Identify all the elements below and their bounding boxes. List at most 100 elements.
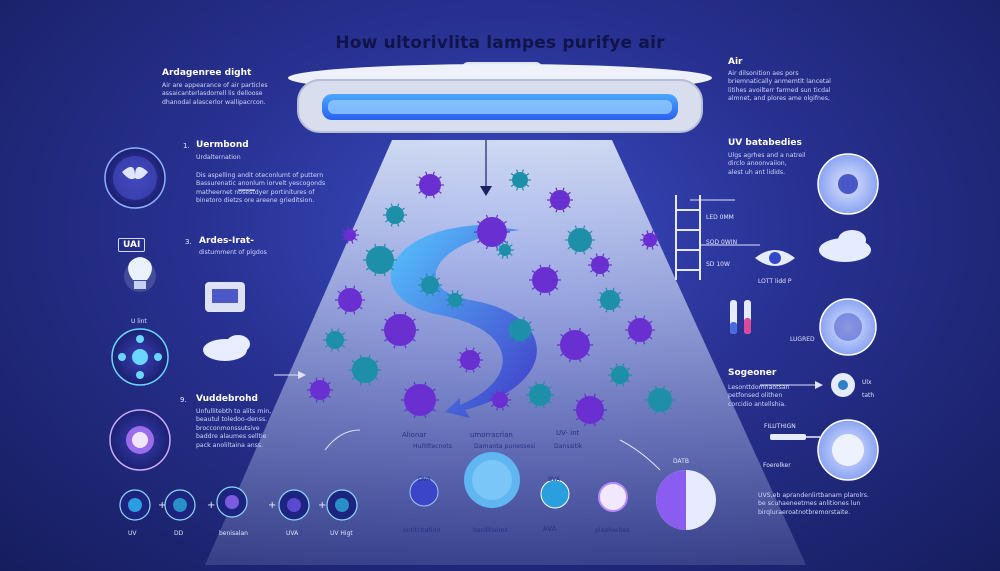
bottom-uv-label: UV xyxy=(128,530,137,537)
virus-particle xyxy=(625,315,655,345)
left-header: Ardagenree dight xyxy=(162,68,252,78)
device-icon xyxy=(205,282,245,312)
cloud-right-icon xyxy=(819,230,871,262)
virus-particle xyxy=(341,226,359,244)
scale-label-3: SD 10W xyxy=(706,261,730,268)
test-tubes-icon xyxy=(730,300,751,334)
under-label-4: plaeherites xyxy=(595,527,630,534)
step-1-number: 1. xyxy=(183,142,190,150)
syringe-top-label: FILUTHIGN xyxy=(764,423,796,430)
left-paragraph: Air are appearance of air particles assa… xyxy=(162,82,268,106)
bulb-icon xyxy=(124,257,156,292)
virus-particle xyxy=(416,171,444,199)
virus-particle xyxy=(547,187,573,213)
virus-particle xyxy=(335,285,365,315)
virus-particle xyxy=(608,363,632,387)
uv-lamp-fixture xyxy=(288,62,712,133)
uvai-badge: UAI xyxy=(118,238,146,252)
col3-subtitle: Danssitik xyxy=(554,443,583,450)
step-1-title: Uermbond xyxy=(196,140,249,150)
glowing-virus-disc-icon xyxy=(109,409,171,471)
step-9-number: 9. xyxy=(180,396,187,404)
virus-particle xyxy=(445,290,465,310)
virus-particle xyxy=(418,273,442,297)
virus-disc-right-icon xyxy=(817,153,879,215)
dva-badge xyxy=(409,477,439,507)
virus-particle xyxy=(557,327,593,363)
page-title: How ultorivlita lampes purifye air xyxy=(335,33,665,53)
virus-particle xyxy=(597,287,623,313)
virus-particle xyxy=(401,381,439,419)
step-3-subtitle: distumment of plgdos xyxy=(199,249,267,256)
small-disc-icon xyxy=(831,373,855,397)
virus-particle xyxy=(349,354,381,386)
hex-badge xyxy=(598,482,628,512)
sogeoner-paragraph: Lesonttdomnaotsan petfonsed olithen corc… xyxy=(728,384,790,408)
bottom-row-disc-icon xyxy=(216,486,248,518)
virus-particle xyxy=(457,347,483,373)
virus-particle xyxy=(323,328,347,352)
step-9-paragraph: Unfullitebth to alits rnin, beautul tole… xyxy=(196,408,272,449)
col1-subtitle: Hulldtecnots xyxy=(413,443,452,450)
virus-particle xyxy=(383,203,407,227)
airflow-swirl xyxy=(390,225,537,418)
virus-particle xyxy=(381,311,419,349)
sogeoner-header: Sogeoner xyxy=(728,368,777,378)
bottom-benisalan-label: benisalan xyxy=(219,530,248,537)
virus-particle xyxy=(529,264,561,296)
col2-title: umorracrian xyxy=(470,431,513,439)
bottom-row-disc-icon xyxy=(326,489,358,521)
uv-light-label: U lint xyxy=(131,318,147,325)
virus-particle xyxy=(565,225,595,255)
moth-disc-icon xyxy=(104,147,166,209)
virus-particle xyxy=(645,385,675,415)
microbe-disc-right-icon xyxy=(819,298,877,356)
cloud-icon xyxy=(203,335,250,361)
uv-header: UV batabedies xyxy=(728,138,802,148)
bottom-row-disc-icon xyxy=(164,489,196,521)
dust-disc-right-icon xyxy=(817,419,879,481)
bottom-row-disc-icon xyxy=(119,489,151,521)
step-1-subtitle: Urdalternation xyxy=(196,154,241,161)
virus-particle xyxy=(307,377,333,403)
uv-paragraph: Ulgs agrhes and a natreil dirclo anoonva… xyxy=(728,152,806,176)
col1-title: Alionar xyxy=(402,431,427,439)
cells-disc-icon xyxy=(111,328,169,386)
syringe-icon xyxy=(770,434,820,440)
virus-particle xyxy=(509,169,531,191)
step-1-paragraph: Dis aspelling andit oteconlumt of putter… xyxy=(196,172,326,205)
bottom-dd-label: DD xyxy=(174,530,184,537)
plus-sign: + xyxy=(207,500,215,511)
col2-subtitle: Damanta punessesi xyxy=(474,443,536,450)
large-virus-blue xyxy=(464,452,520,508)
step-3-title: Ardes-Irat- xyxy=(199,236,254,246)
plus-sign: + xyxy=(268,500,276,511)
virus-particle xyxy=(474,214,510,250)
step-3-number: 3. xyxy=(185,238,192,246)
virus-particle xyxy=(573,393,607,427)
ladder-icon xyxy=(675,195,701,280)
virus-particle xyxy=(526,381,554,409)
virus-particle xyxy=(363,243,397,277)
air-paragraph: Air dilsonition aes pors briemnatically … xyxy=(728,70,831,103)
scale-label-2: SOD 0WIN xyxy=(706,239,738,246)
syringe-label: Foerelker xyxy=(763,462,791,469)
step-9-title: Vuddebrohd xyxy=(196,394,258,404)
under-label-2: barditlalms xyxy=(473,527,508,534)
ulx-label: Ulx xyxy=(862,379,872,386)
under-label-1: ontitcbation xyxy=(403,527,441,534)
uggred-label: LUGRED xyxy=(790,336,815,343)
virus-particle xyxy=(506,316,534,344)
large-purple-disc xyxy=(656,470,716,530)
bva-badge xyxy=(540,479,570,509)
bottom-uva-label: UVA xyxy=(286,530,299,537)
lottle-label: LOTT lidd P xyxy=(758,278,792,285)
virus-particle xyxy=(640,230,660,250)
virus-particle xyxy=(489,389,511,411)
dva-label: DVA xyxy=(418,476,431,483)
plus-sign: + xyxy=(158,500,166,511)
virus-particle xyxy=(588,253,612,277)
datb-tag: DATB xyxy=(673,458,689,465)
scale-label-1: LED 0MM xyxy=(706,214,734,221)
